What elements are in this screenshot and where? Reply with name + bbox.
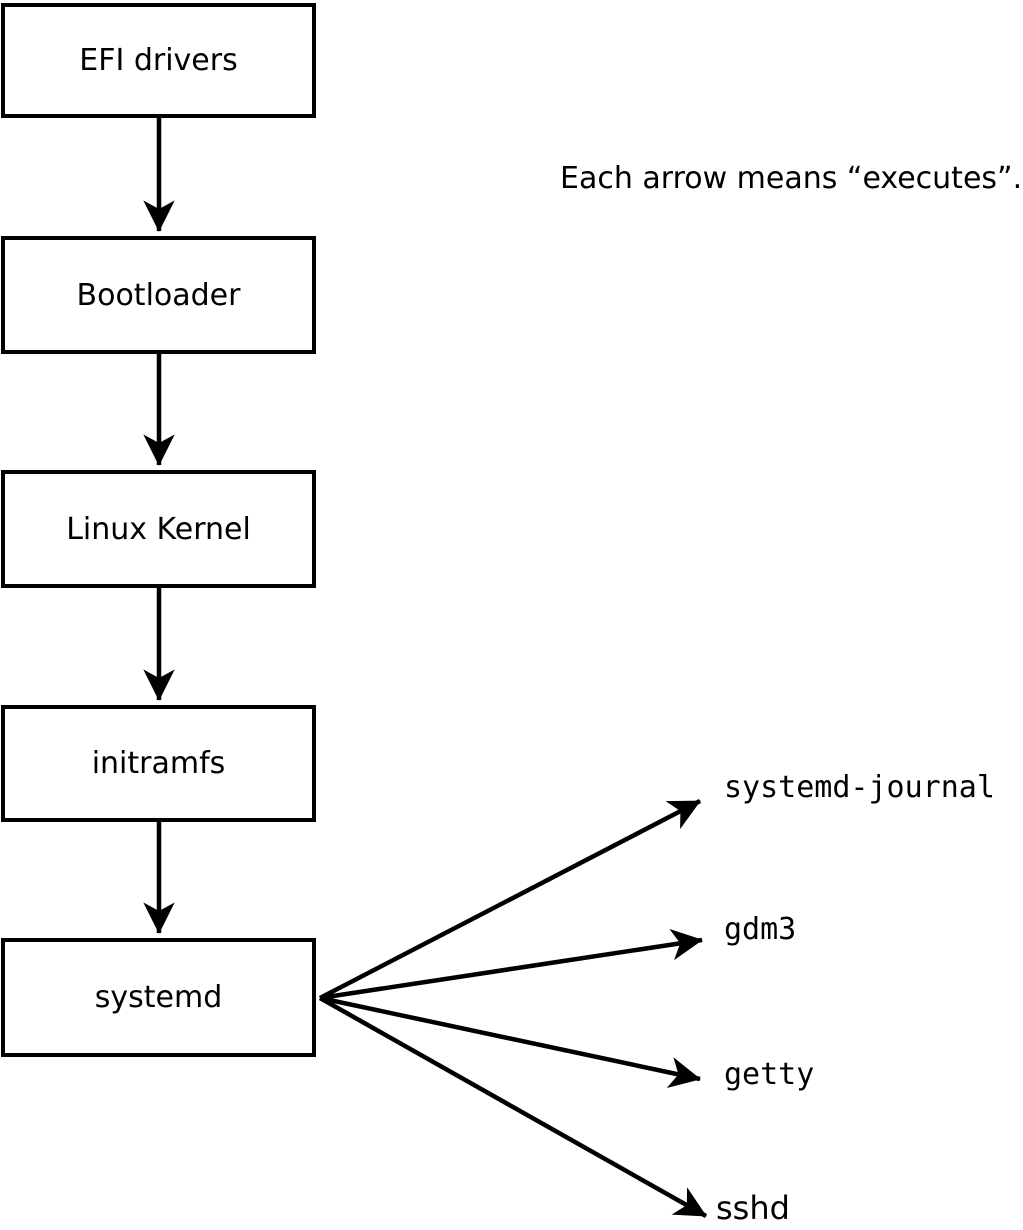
node-linux-kernel: Linux Kernel <box>1 470 316 588</box>
arrow-systemd-to-journal <box>318 799 702 1000</box>
node-linux-kernel-label: Linux Kernel <box>66 511 251 547</box>
target-systemd-journal: systemd-journal <box>724 770 995 805</box>
node-efi-drivers: EFI drivers <box>1 3 316 118</box>
node-efi-drivers-label: EFI drivers <box>79 43 238 78</box>
node-bootloader-label: Bootloader <box>76 277 241 313</box>
node-systemd-label: systemd <box>94 980 223 1015</box>
target-gdm3: gdm3 <box>724 912 797 947</box>
target-sshd: sshd <box>716 1189 790 1227</box>
node-initramfs-label: initramfs <box>91 746 226 781</box>
node-systemd: systemd <box>1 938 316 1057</box>
arrow-systemd-to-getty <box>319 995 701 1089</box>
legend-note: Each arrow means “executes”. <box>560 161 1023 196</box>
node-bootloader: Bootloader <box>1 236 316 354</box>
arrow-systemd-to-sshd <box>318 996 708 1218</box>
node-initramfs: initramfs <box>1 705 316 822</box>
arrow-systemd-to-gdm3 <box>319 929 703 1001</box>
target-getty: getty <box>724 1057 815 1092</box>
